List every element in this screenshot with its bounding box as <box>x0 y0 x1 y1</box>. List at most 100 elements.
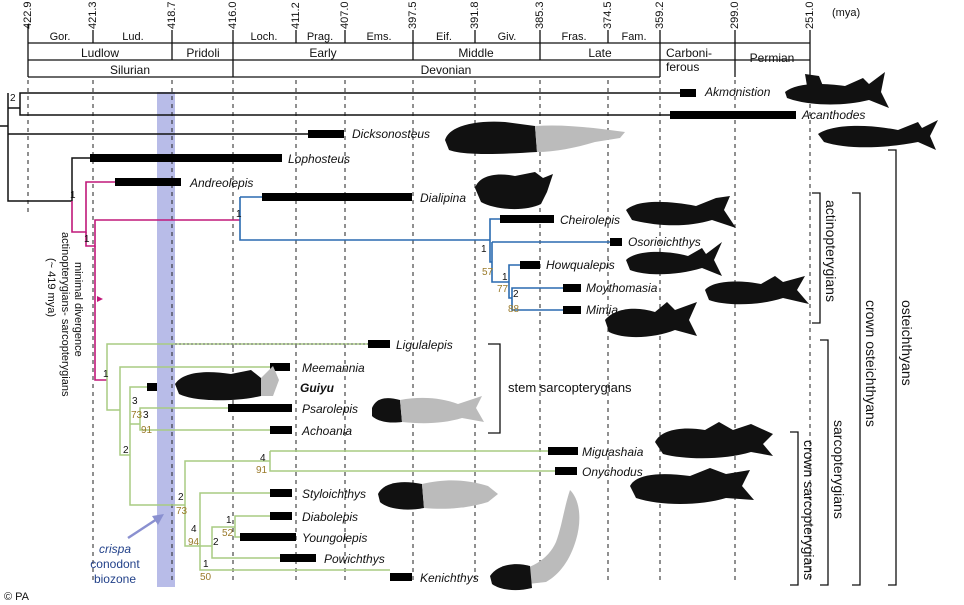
age-label: 421.3 <box>87 1 99 29</box>
age-label: 391.8 <box>469 1 481 29</box>
bracket-stem-sarcopterygians <box>488 343 501 434</box>
divergence-branches <box>71 181 240 381</box>
biozone-label: conodont <box>90 557 140 571</box>
akmonistion-silhouette <box>785 72 889 108</box>
support-value: 4 <box>191 524 197 535</box>
group-brackets <box>488 149 897 586</box>
biozone-arrow <box>127 517 158 540</box>
time-scale: 422.9 421.3 418.7 416.0 411.2 407.0 397.… <box>22 1 860 78</box>
kenichthys-silhouette <box>490 490 580 591</box>
stage-label: Eif. <box>436 31 452 43</box>
range-bar <box>670 111 796 119</box>
dialipina-silhouette <box>475 172 553 210</box>
stage-label: Fras. <box>561 31 586 43</box>
biozone-callout: crispa conodont biozone <box>90 514 164 586</box>
support-value: 1 <box>103 369 109 380</box>
support-value: 2 <box>513 289 519 300</box>
sarcopterygian-branches <box>106 343 555 571</box>
range-bars <box>90 89 796 581</box>
support-value: 4 <box>260 453 266 464</box>
bracket-actinopterygians <box>812 192 821 324</box>
taxon-ligulalepis: Ligulalepis <box>396 338 453 352</box>
epoch-label: Early <box>309 46 336 60</box>
period-label: Devonian <box>421 63 472 77</box>
divergence-marker <box>97 296 103 302</box>
bootstrap-value: 73 <box>176 506 188 517</box>
stage-label: Giv. <box>498 31 517 43</box>
bootstrap-value: 91 <box>256 465 268 476</box>
fish-silhouettes <box>175 72 938 591</box>
biozone-arrow-head <box>152 514 164 525</box>
taxon-miguashaia: Miguashaia <box>582 445 644 459</box>
age-label: 299.0 <box>729 1 741 29</box>
epoch-label: Carboni- <box>666 46 712 60</box>
range-bar <box>147 383 157 391</box>
group-labels: actinopterygians stem sarcopterygians sa… <box>508 200 915 580</box>
range-bar <box>270 512 292 520</box>
acanthodes-silhouette <box>818 120 938 150</box>
age-label: 418.7 <box>166 1 178 29</box>
taxon-psarolepis: Psarolepis <box>302 402 358 416</box>
biozone-label: biozone <box>94 572 136 586</box>
support-values: 2 1 1 1 1 1 57 1 77 2 88 3 73 3 91 2 2 7… <box>10 93 520 583</box>
range-bar <box>390 573 412 581</box>
bootstrap-value: 57 <box>482 267 494 278</box>
range-bar <box>280 554 316 562</box>
taxon-styloichthys: Styloichthys <box>302 487 366 501</box>
taxon-labels: Akmonistion Acanthodes Dicksonosteus Lop… <box>189 85 865 585</box>
age-label: 385.3 <box>534 1 546 29</box>
group-label-crown-sarcopterygians: crown sarcopterygians <box>801 440 817 580</box>
taxon-akmonistion: Akmonistion <box>704 85 771 99</box>
biozone-band <box>157 92 175 587</box>
range-bar <box>548 447 578 455</box>
guiyu-silhouette <box>175 366 279 401</box>
range-bar <box>563 306 581 314</box>
taxon-onychodus: Onychodus <box>582 465 643 479</box>
outgroup-branches <box>0 92 690 202</box>
support-value: 2 <box>178 492 184 503</box>
range-bar <box>500 215 554 223</box>
epoch-label: ferous <box>666 60 699 74</box>
taxon-powichthys: Powichthys <box>324 552 385 566</box>
onychodus-silhouette <box>630 468 754 504</box>
range-bar <box>115 178 181 186</box>
epoch-label: Middle <box>458 46 494 60</box>
divergence-annotation: (~ 419 mya) actinopterygians- sarcoptery… <box>45 232 84 397</box>
age-label: 397.5 <box>407 1 419 29</box>
bootstrap-value: 94 <box>188 537 200 548</box>
support-value: 1 <box>84 234 90 245</box>
range-bar <box>555 467 577 475</box>
range-bar <box>270 363 290 371</box>
taxon-youngolepis: Youngolepis <box>302 531 367 545</box>
age-label: 374.5 <box>602 1 614 29</box>
divergence-line-3: (~ 419 mya) <box>45 258 57 317</box>
taxon-dialipina: Dialipina <box>420 191 466 205</box>
taxon-meemannia: Meemannia <box>302 361 365 375</box>
stage-label: Loch. <box>251 31 278 43</box>
taxon-dicksonosteus: Dicksonosteus <box>352 127 430 141</box>
age-label: 407.0 <box>339 1 351 29</box>
divergence-line-1: minimal divergence <box>72 262 84 357</box>
age-label: 359.2 <box>654 1 666 29</box>
range-bar <box>90 154 282 162</box>
dicksonosteus-silhouette <box>445 121 625 154</box>
support-value: 1 <box>203 559 209 570</box>
support-value: 1 <box>70 190 76 201</box>
divergence-line-2: actinopterygians- sarcopterygians <box>59 232 71 397</box>
range-bar <box>680 89 696 97</box>
unit-label: (mya) <box>832 7 860 19</box>
bootstrap-value: 77 <box>497 284 509 295</box>
time-gridlines <box>27 80 811 580</box>
epoch-label: Permian <box>750 51 795 65</box>
group-label-stem-sarcopterygians: stem sarcopterygians <box>508 380 632 395</box>
stage-label: Fam. <box>621 31 646 43</box>
bootstrap-value: 73 <box>131 410 143 421</box>
actinopterygian-branches <box>239 196 610 311</box>
epoch-label: Ludlow <box>81 46 119 60</box>
bracket-osteichthyans <box>888 149 897 586</box>
miguashaia-silhouette <box>655 422 773 459</box>
epoch-label: Pridoli <box>186 46 219 60</box>
taxon-andreolepis: Andreolepis <box>189 176 253 190</box>
group-label-osteichthyans: osteichthyans <box>899 300 915 386</box>
